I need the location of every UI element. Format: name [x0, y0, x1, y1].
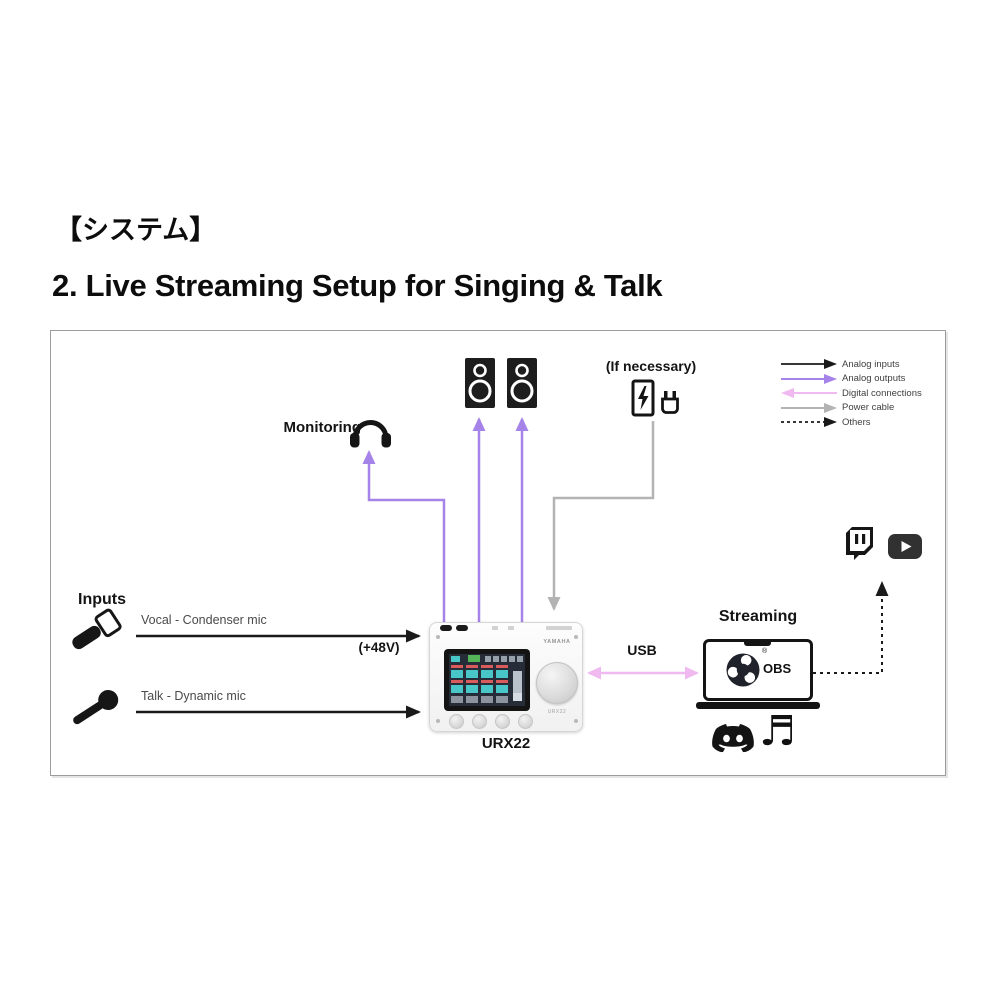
analog-outputs-arrow-icon — [781, 373, 837, 384]
laptop: ® OBS — [703, 639, 813, 701]
device-brand: YAMAHA — [543, 639, 571, 645]
urx22-device: YAMAHA URX22 — [429, 622, 583, 732]
gain-knob — [472, 714, 487, 729]
phantom-power-label: (+48V) — [358, 640, 400, 655]
legend-item-power-cable: Power cable — [781, 401, 941, 416]
legend: Analog inputs Analog outputs Digital con… — [781, 357, 941, 430]
gain-knob — [449, 714, 464, 729]
title-japanese: 【システム】 — [55, 215, 217, 245]
touchscreen — [444, 649, 530, 711]
condenser-mic-icon — [72, 608, 122, 650]
speaker-right-icon — [507, 358, 537, 408]
plug-icon — [661, 391, 679, 414]
headphones-output-line — [362, 450, 446, 622]
rear-port — [508, 626, 514, 630]
gain-knob — [495, 714, 510, 729]
legend-label: Power cable — [842, 402, 895, 414]
system-diagram: (If necessary) Analog inputs Analog outp… — [50, 330, 946, 776]
speaker-left-icon — [465, 358, 495, 408]
page-title: 2. Live Streaming Setup for Singing & Ta… — [52, 268, 663, 303]
legend-label: Analog inputs — [842, 358, 900, 370]
usb-label: USB — [627, 642, 657, 658]
battery-charge-icon — [631, 379, 655, 417]
screw — [574, 719, 578, 723]
screw — [574, 635, 578, 639]
analog-inputs-arrow-icon — [781, 359, 837, 370]
talk-input-label: Talk - Dynamic mic — [141, 689, 246, 703]
stream-upload-line — [813, 581, 889, 674]
laptop-camera-notch — [744, 641, 771, 646]
screw — [436, 635, 440, 639]
legend-label: Others — [842, 416, 871, 428]
device-caption: URX22 — [481, 735, 531, 752]
obs-label: OBS — [763, 661, 792, 676]
youtube-icon — [888, 534, 922, 559]
power-cable-arrow-icon — [781, 402, 837, 413]
vocal-input-label: Vocal - Condenser mic — [141, 613, 267, 627]
dynamic-mic-icon — [73, 690, 119, 725]
obs-logo-icon — [726, 653, 760, 687]
power-cable-line — [547, 421, 655, 611]
digital-connections-arrow-icon — [781, 388, 837, 399]
legend-label: Analog outputs — [842, 373, 906, 385]
streaming-heading: Streaming — [718, 608, 798, 625]
monitoring-label: Monitoring — [283, 419, 361, 436]
rear-port — [546, 626, 572, 630]
music-note-icon: ♬ — [759, 707, 796, 755]
gain-knob — [518, 714, 533, 729]
others-arrow-icon — [781, 417, 837, 428]
headphones-icon — [350, 420, 391, 448]
legend-item-analog-inputs: Analog inputs — [781, 357, 941, 372]
legend-item-others: Others — [781, 415, 941, 430]
inputs-heading: Inputs — [78, 591, 126, 608]
device-model-print: URX22 — [547, 709, 567, 715]
rear-port — [492, 626, 498, 630]
legend-item-digital-connections: Digital connections — [781, 386, 941, 401]
screw — [436, 719, 440, 723]
legend-label: Digital connections — [842, 387, 922, 399]
volume-knob — [536, 662, 578, 704]
twitch-icon — [846, 527, 873, 560]
laptop-base — [696, 702, 820, 709]
registered-mark: ® — [762, 648, 768, 655]
legend-item-analog-outputs: Analog outputs — [781, 372, 941, 387]
combo-jack-icon — [440, 625, 452, 631]
combo-jack-icon — [456, 625, 468, 631]
discord-icon — [712, 724, 754, 753]
if-necessary-label: (If necessary) — [605, 358, 697, 374]
